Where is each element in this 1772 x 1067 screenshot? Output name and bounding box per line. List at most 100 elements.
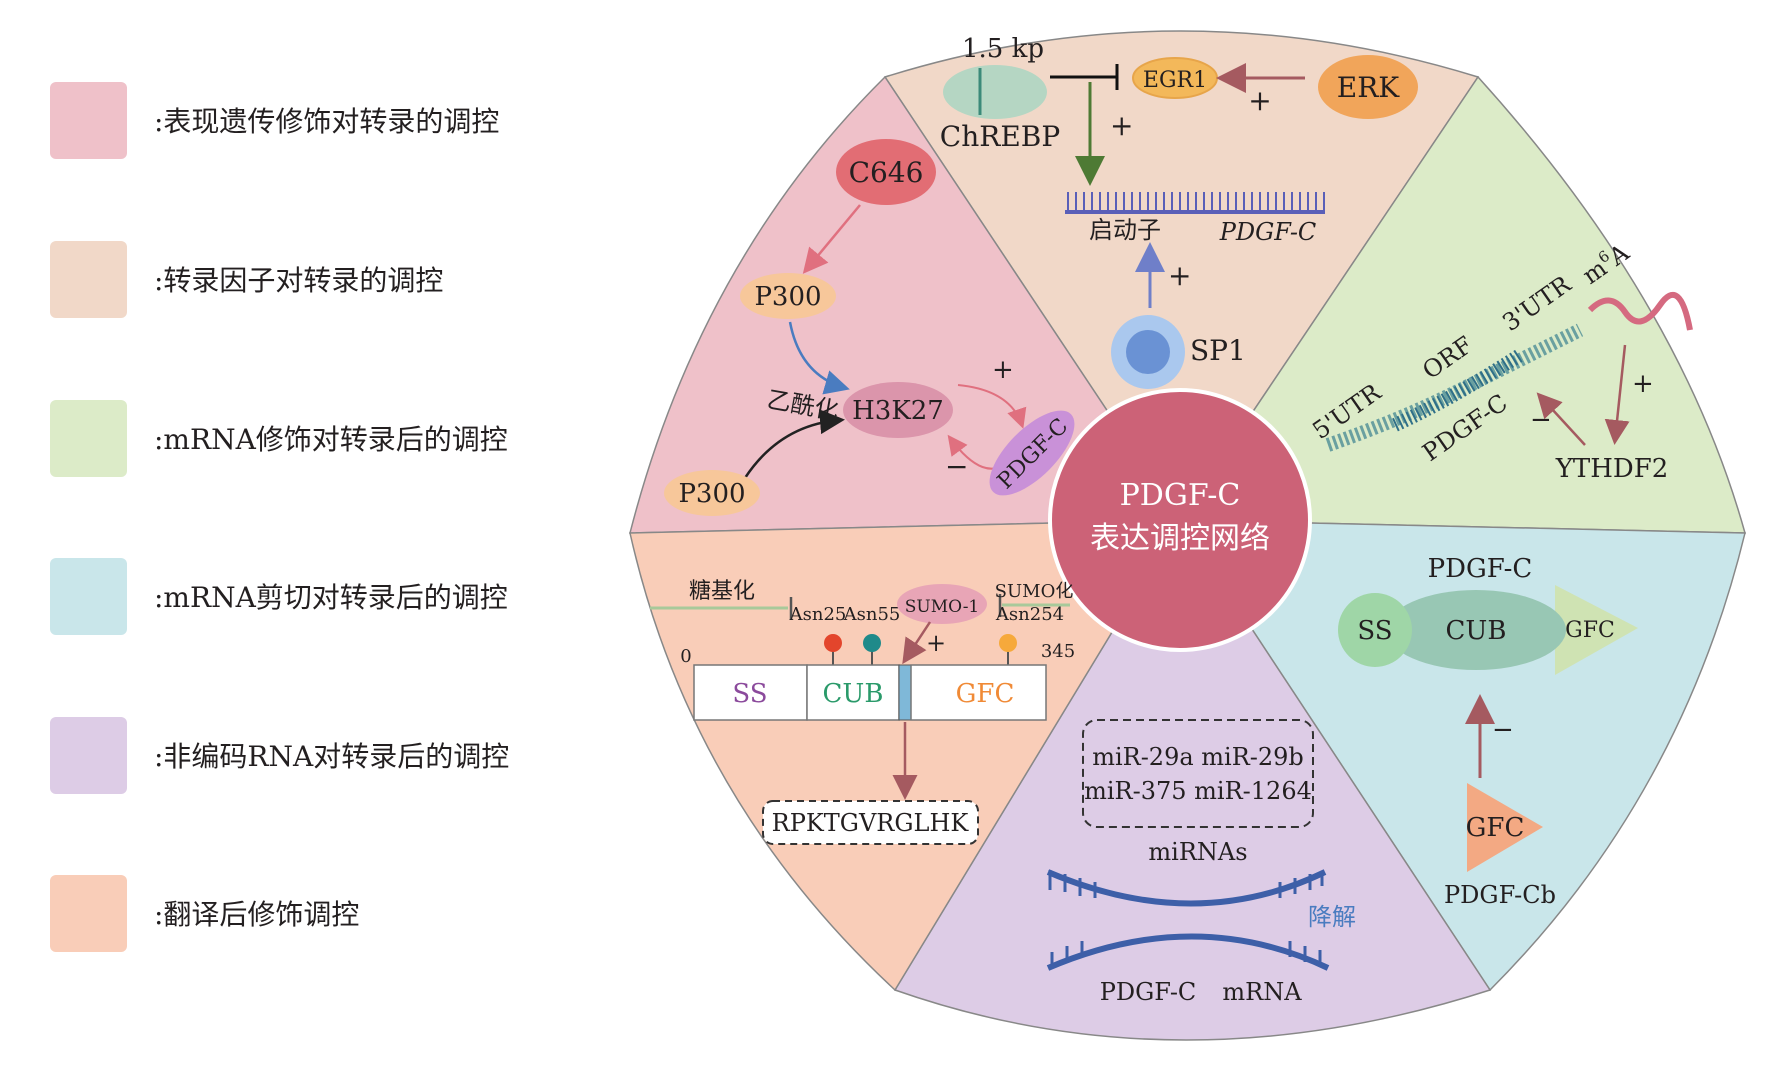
minus-sign: −	[1530, 405, 1552, 435]
legend-swatch	[50, 875, 127, 952]
mirna-strand	[1046, 869, 1327, 907]
cleavage-site-box	[898, 664, 912, 721]
ythdf2-repression-arrow	[1536, 392, 1586, 446]
sp1-nucleus	[1126, 330, 1170, 374]
mrna-coil	[1325, 323, 1584, 452]
center-node: PDGF-C 表达调控网络	[1048, 388, 1312, 652]
pdgfc-mrna-gene: PDGF-C	[1100, 978, 1197, 1006]
legend-swatch	[50, 558, 127, 635]
sumo1-node	[897, 584, 987, 624]
pdgfc-node-left	[989, 410, 1075, 496]
bottom-right-panel: PDGF-C SS CUB GFC − GFC PDGF-Cb	[1338, 554, 1638, 909]
p300-node-top	[740, 273, 836, 319]
gfc-domain-label: GFC	[956, 679, 1015, 709]
mirna-bases	[1048, 870, 1324, 898]
sector-noncoding-rna	[893, 518, 1492, 1041]
minus-sign: −	[1492, 715, 1514, 745]
peptide-box	[762, 800, 979, 845]
legend-item-epigenetic: :表现遗传修饰对转录的调控	[50, 82, 610, 162]
bottom-left-panel: 糖基化 Asn25 Asn55 SUMO-1 SUMO化 Asn254 + 0 …	[650, 579, 1075, 845]
center-subtitle: 表达调控网络	[1090, 521, 1270, 556]
ythdf2-label: YTHDF2	[1555, 454, 1669, 484]
sumo1-label: SUMO-1	[905, 597, 980, 617]
cub-domain-label: CUB	[823, 679, 884, 709]
sumoylation-label: SUMO化	[995, 581, 1074, 602]
legend-label: :mRNA剪切对转录后的调控	[154, 581, 508, 614]
legend-label: :非编码RNA对转录后的调控	[154, 740, 510, 773]
c646-arrow	[802, 204, 861, 274]
plus-sign: +	[1632, 369, 1654, 399]
asn254-site	[999, 634, 1017, 652]
m6a-ribbon	[1587, 291, 1693, 331]
legend-label: :翻译后修饰调控	[154, 898, 360, 931]
protein-title: PDGF-C	[1428, 554, 1533, 584]
h3k27-activation-arrow	[957, 384, 1027, 429]
erk-label: ERK	[1337, 71, 1401, 104]
p300-arrow-bottom	[743, 409, 845, 479]
plus-sign: +	[1110, 109, 1133, 142]
pdgfc-mrna-label: mRNA	[1222, 978, 1302, 1006]
sector-mrna-modification	[1178, 75, 1746, 534]
mirna-list-line1: miR-29a miR-29b	[1092, 743, 1304, 771]
left-panel: C646 P300 乙酰化 H3K27 P300 + − PDGF-C	[664, 139, 1075, 516]
center-title: PDGF-C	[1120, 478, 1241, 513]
legend-swatch	[50, 241, 127, 318]
plus-sign: +	[992, 355, 1014, 385]
end-position: 345	[1041, 641, 1075, 662]
orf-coil	[1392, 349, 1524, 432]
sector-transcription-factor	[883, 30, 1480, 522]
gfc-domain-shape	[1555, 585, 1638, 675]
erk-node	[1318, 55, 1418, 119]
mrna-bases	[1050, 941, 1322, 968]
h3k27-node	[843, 382, 953, 438]
p300-node-bottom	[664, 470, 760, 516]
p300-label-top: P300	[754, 282, 821, 312]
cub-label: CUB	[1446, 616, 1507, 646]
gfc-fragment-label: GFC	[1466, 813, 1525, 843]
promoter-gene-bar	[1065, 192, 1325, 214]
length-label: 1.5 kp	[962, 34, 1044, 64]
cub-domain-box	[806, 664, 900, 721]
asn25-label: Asn25	[789, 604, 847, 625]
cub-domain-shape	[1386, 590, 1566, 670]
bottom-panel: miR-29a miR-29b miR-375 miR-1264 miRNAs …	[1046, 719, 1356, 1006]
minus-sign: −	[945, 450, 968, 483]
asn55-label: Asn55	[843, 604, 901, 625]
peptide-label: RPKTGVRGLHK	[772, 809, 970, 837]
egr1-label: EGR1	[1143, 68, 1207, 93]
mirna-list-line2: miR-375 miR-1264	[1084, 777, 1312, 805]
chrebp-label: ChREBP	[940, 120, 1060, 153]
start-position: 0	[680, 646, 691, 667]
m6a-arrow	[1604, 344, 1630, 445]
asn25-site	[824, 634, 842, 652]
h3k27-label: H3K27	[852, 396, 944, 426]
mirna-list-box	[1082, 719, 1314, 828]
legend-item-transcription-factor: :转录因子对转录的调控	[50, 241, 610, 321]
gfc-fragment-shape	[1467, 783, 1543, 872]
pdgfcb-label: PDGF-Cb	[1444, 881, 1556, 909]
plus-sign: +	[1168, 259, 1191, 292]
legend-item-post-translational: :翻译后修饰调控	[50, 875, 610, 955]
legend-label: :mRNA修饰对转录后的调控	[154, 423, 508, 456]
legend-label: :表现遗传修饰对转录的调控	[154, 105, 500, 138]
c646-node	[836, 139, 936, 205]
mirnas-label: miRNAs	[1148, 838, 1247, 866]
legend-swatch	[50, 717, 127, 794]
legend-item-mrna-splicing: :mRNA剪切对转录后的调控	[50, 558, 610, 638]
glycosylation-label: 糖基化	[689, 579, 755, 604]
asn254-label: Asn254	[995, 604, 1064, 625]
legend-swatch	[50, 400, 127, 477]
sp1-label: SP1	[1190, 334, 1246, 367]
ss-domain-shape	[1338, 593, 1412, 667]
p300-arrow-top	[788, 321, 850, 395]
sumo1-arrow	[902, 621, 932, 665]
legend-label: :转录因子对转录的调控	[154, 264, 444, 297]
legend-swatch	[50, 82, 127, 159]
degrade-label: 降解	[1308, 903, 1356, 931]
p300-label-bottom: P300	[678, 479, 745, 509]
legend-item-mrna-modification: :mRNA修饰对转录后的调控	[50, 400, 610, 480]
legend: :表现遗传修饰对转录的调控 :转录因子对转录的调控 :mRNA修饰对转录后的调控…	[0, 0, 600, 1067]
mrna-strand	[1046, 933, 1330, 971]
top-panel: 1.5 kp ChREBP + EGR1 + ERK 启动子 PDGF-C + …	[940, 34, 1418, 389]
asn55-site	[863, 634, 881, 652]
